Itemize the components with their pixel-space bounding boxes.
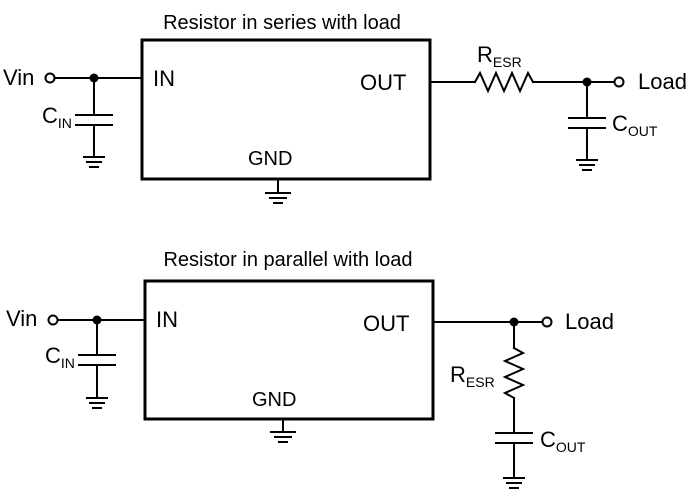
cout-label: COUT xyxy=(540,427,586,455)
regulator-box xyxy=(143,279,435,421)
load-terminal xyxy=(541,316,553,328)
in-pin-label: IN xyxy=(156,307,178,332)
out-pin-label: OUT xyxy=(360,70,406,95)
cin-label: CIN xyxy=(42,103,72,131)
gnd-pin-label: GND xyxy=(252,389,296,411)
parallel-circuit: Resistor in parallel with load IN OUT GN… xyxy=(6,249,614,489)
load-label: Load xyxy=(638,69,687,94)
regulator-ground xyxy=(270,418,296,443)
series-circuit: Resistor in series with load IN OUT GND … xyxy=(3,12,687,204)
regulator-box xyxy=(140,38,432,181)
cout-label: COUT xyxy=(612,111,658,139)
vin-terminal xyxy=(44,72,56,84)
cout-capacitor xyxy=(495,397,533,489)
in-pin-label: IN xyxy=(153,66,175,91)
series-title: Resistor in series with load xyxy=(163,12,401,34)
out-pin-label: OUT xyxy=(363,311,409,336)
load-terminal xyxy=(613,76,625,88)
regulator-ground xyxy=(265,178,291,204)
cout-capacitor xyxy=(568,81,606,171)
vin-label: Vin xyxy=(3,65,34,90)
cin-capacitor xyxy=(78,319,116,409)
cin-label: CIN xyxy=(45,343,75,371)
parallel-title: Resistor in parallel with load xyxy=(163,249,412,271)
load-label: Load xyxy=(565,309,614,334)
vin-label: Vin xyxy=(6,306,37,331)
resr-label: RESR xyxy=(450,362,495,390)
resr-resistor xyxy=(473,70,535,94)
gnd-pin-label: GND xyxy=(248,148,292,170)
resr-resistor xyxy=(502,346,526,400)
cin-capacitor xyxy=(75,77,113,168)
resr-label: RESR xyxy=(477,42,522,70)
vin-terminal xyxy=(47,314,59,326)
